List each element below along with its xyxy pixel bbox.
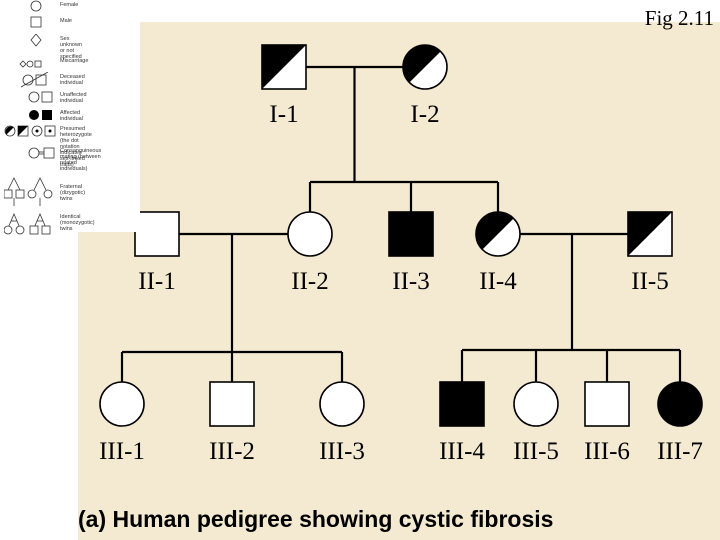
individual-iii-5 <box>513 381 559 427</box>
legend-item-label: Unaffected individual <box>60 92 87 104</box>
individual-label: III-4 <box>439 438 485 465</box>
carrier-half <box>628 212 672 256</box>
legend-item-label: Female <box>60 2 79 8</box>
legend-item-label: Presumed heterozygote (the dot notation … <box>60 126 92 168</box>
male-square <box>584 381 630 427</box>
individual-label: II-5 <box>631 268 668 295</box>
pedigree-lines <box>120 65 682 382</box>
small-shapes-symbol-icon <box>19 60 42 68</box>
legend-item-label: Male <box>60 18 72 24</box>
filled-pair-symbol-icon <box>29 110 52 120</box>
female-circle <box>513 381 559 427</box>
figure-panel <box>78 22 720 540</box>
legend-item-label: Consanguineous mating (between related i… <box>60 148 102 172</box>
carrier-group-symbol-icon <box>4 125 56 137</box>
slashed-symbol-icon <box>20 72 49 88</box>
fraternal-symbol-icon <box>4 177 53 206</box>
individual-label: I-2 <box>410 101 439 128</box>
individual-label: II-2 <box>291 268 328 295</box>
individual-iii-2 <box>209 381 255 427</box>
individual-iii-7 <box>657 381 703 427</box>
individual-i-2 <box>402 44 448 90</box>
individual-label: III-7 <box>657 438 703 465</box>
legend-item-label: Fraternal (dizygotic) twins <box>60 184 86 202</box>
individual-label: II-4 <box>479 268 517 295</box>
individual-label: II-1 <box>138 268 175 295</box>
individual-label: III-2 <box>209 438 255 465</box>
figure-caption: (a) Human pedigree showing cystic fibros… <box>78 506 554 532</box>
legend-item-label: Sex unknown or not specified <box>60 36 83 60</box>
carrier-half <box>476 212 514 250</box>
individual-label: III-3 <box>319 438 365 465</box>
individual-label: I-1 <box>269 101 298 128</box>
female-circle <box>657 381 703 427</box>
female-circle <box>99 381 145 427</box>
square-symbol-icon <box>30 16 42 28</box>
individual-iii-6 <box>584 381 630 427</box>
identical-symbol-icon <box>4 212 51 235</box>
individual-ii-1 <box>134 211 180 257</box>
individual-ii-4 <box>475 211 521 257</box>
individual-iii-4 <box>439 381 485 427</box>
open-pair-symbol-icon <box>28 91 53 103</box>
individual-label: III-1 <box>99 438 145 465</box>
double-line-symbol-icon <box>28 147 55 159</box>
legend-item-label: Affected individual <box>60 110 83 122</box>
circle-symbol-icon <box>30 0 42 12</box>
pedigree-symbols <box>99 44 703 427</box>
individual-iii-3 <box>319 381 365 427</box>
male-square <box>388 211 434 257</box>
individual-iii-1 <box>99 381 145 427</box>
individual-label: III-6 <box>584 438 630 465</box>
individual-ii-3 <box>388 211 434 257</box>
diamond-symbol-icon <box>30 34 42 47</box>
individual-label: II-3 <box>392 268 429 295</box>
individual-label: III-5 <box>513 438 559 465</box>
individual-ii-5 <box>627 211 673 257</box>
individual-i-1 <box>261 44 307 90</box>
figure-number: Fig 2.11 <box>644 6 714 30</box>
male-square <box>134 211 180 257</box>
legend-item-label: Deceased individual <box>60 74 85 86</box>
legend-item-label: Miscarriage <box>60 58 89 64</box>
male-square <box>209 381 255 427</box>
carrier-half <box>262 45 306 89</box>
individual-ii-2 <box>287 211 333 257</box>
legend-item-label: Identical (monozygotic) twins <box>60 214 95 232</box>
male-square <box>439 381 485 427</box>
female-circle <box>319 381 365 427</box>
carrier-half <box>403 45 441 83</box>
female-circle <box>287 211 333 257</box>
